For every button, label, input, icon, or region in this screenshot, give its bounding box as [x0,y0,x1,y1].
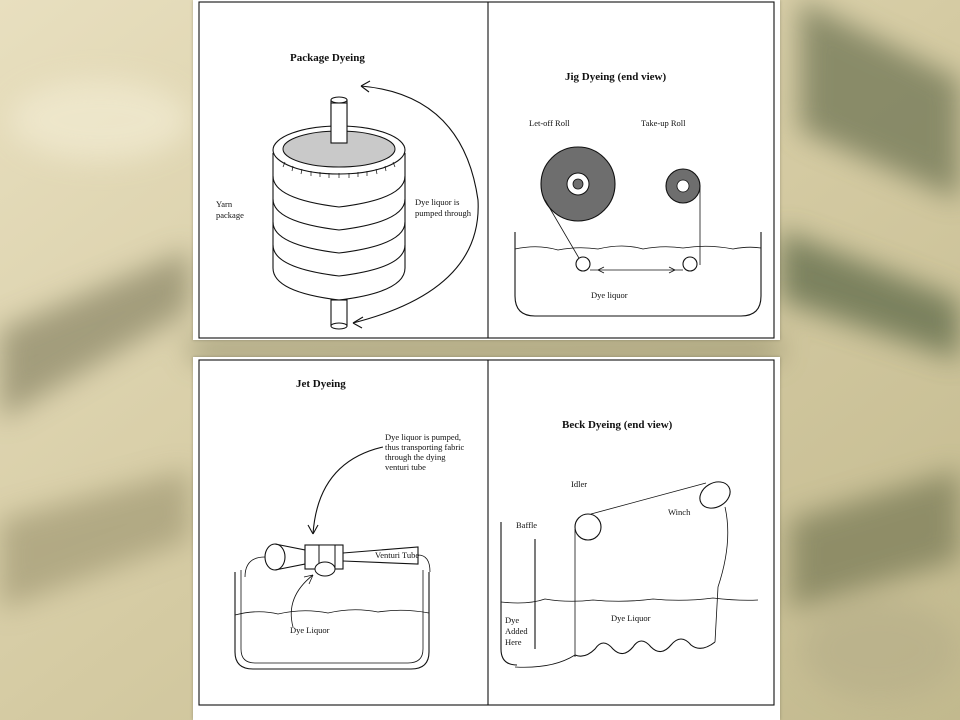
jet-liquor-surface [234,609,430,616]
winch-roller [590,481,731,643]
idler-roller [574,513,602,541]
takeup-roll-label: Take-up Roll [641,118,686,128]
bottom-diagram-sheet: Jet Dyeing Dye liquor is pumped, thus tr… [193,357,780,720]
pump-arrow [312,446,384,535]
jig-dyeing-panel: Jig Dyeing (end view) Let-off Roll Take-… [514,71,762,317]
jet-liquor-label: Dye Liquor [290,625,330,635]
flow-label-line2: pumped through [415,208,472,218]
flow-label-line1: Dye liquor is [415,197,459,207]
fabric-path-left [544,199,584,266]
circulation-arrow [352,80,479,329]
beck-liquor-surface [500,597,759,604]
jig-title: Jig Dyeing (end view) [565,71,666,83]
beck-liquor-label: Dye Liquor [611,613,651,623]
beck-tank-left [500,522,518,666]
jig-liquor-label: Dye liquor [591,290,628,300]
jig-guide-roller-left [575,256,591,272]
jig-liquor-surface [514,245,762,251]
jig-trough [514,232,762,317]
beck-tank-bottom [574,638,716,657]
top-frame [198,1,775,339]
winch-label: Winch [668,507,691,517]
yarn-package-stack [272,102,406,301]
top-diagram-sheet: Package Dyeing [193,0,780,340]
beck-title: Beck Dyeing (end view) [562,419,673,431]
dye-added-label-line2: Added [505,626,528,636]
dye-added-label-line3: Here [505,637,522,647]
package-title: Package Dyeing [290,52,365,64]
top-diagram-svg: Package Dyeing [198,1,775,339]
bottom-diagram-svg: Jet Dyeing Dye liquor is pumped, thus tr… [198,359,775,706]
pump-label-line1: Dye liquor is pumped, [385,432,461,442]
jig-guide-roller-right [682,256,698,272]
baffle-label: Baffle [516,520,537,530]
pump-label-line4: venturi tube [385,462,426,472]
venturi-tube [264,543,419,577]
yarn-package-label-line2: package [216,210,244,220]
idler-label: Idler [571,479,587,489]
beck-dyeing-panel: Beck Dyeing (end view) Idler Winch Baffl… [500,419,759,668]
pump-label-line3: through the dying [385,452,446,462]
letoff-roll [540,146,616,222]
venturi-label: Venturi Tube [375,550,419,560]
yarn-package-label-line1: Yarn [216,199,233,209]
package-dyeing-panel: Package Dyeing [216,52,479,330]
jet-dyeing-panel: Jet Dyeing Dye liquor is pumped, thus tr… [234,378,465,670]
takeup-roll [665,168,701,204]
bottom-frame [198,359,775,706]
jet-tank [234,572,430,670]
jet-title: Jet Dyeing [296,378,346,390]
dye-added-label-line1: Dye [505,615,519,625]
pump-label-line2: thus transporting fabric [385,442,465,452]
letoff-roll-label: Let-off Roll [529,118,570,128]
